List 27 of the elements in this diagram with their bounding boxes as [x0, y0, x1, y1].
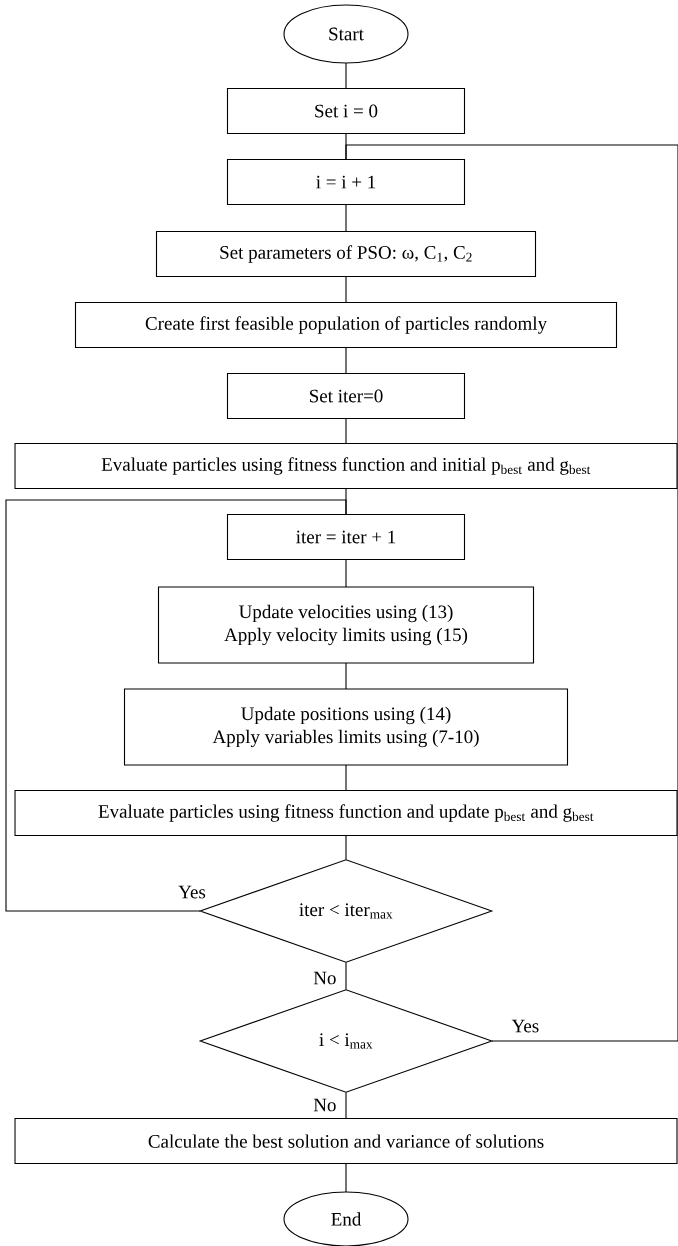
process-box: iter = iter + 1 — [226, 513, 466, 561]
connector-line — [345, 204, 347, 232]
connector-line — [345, 1163, 347, 1192]
process-box: Set iter=0 — [226, 372, 466, 420]
connector-line — [345, 63, 347, 89]
process-box: Create first feasible population of particles randomly — [74, 301, 618, 349]
edge-label: No — [313, 1098, 336, 1112]
connector-line — [345, 347, 347, 374]
connector-line — [345, 835, 347, 860]
connector-line — [345, 276, 347, 303]
edge-label: Yes — [511, 1019, 539, 1033]
edge-label: No — [313, 971, 336, 985]
connector-line — [345, 559, 347, 587]
connector-line — [5, 499, 347, 912]
process-box: Update velocities using (13) Apply velocity limits using (15) — [157, 586, 535, 664]
connector-line — [345, 663, 347, 689]
process-box: Update positions using (14) Apply variables limits using (7-10) — [123, 688, 569, 766]
connector-line — [345, 1092, 347, 1119]
process-box: Evaluate particles using fitness function and initial p$_{best}$ and g$_{best}$ — [14, 442, 678, 490]
connector-line — [345, 962, 347, 990]
process-box: Set i = 0 — [226, 87, 466, 135]
process-box: Set parameters of PSO: ω, C$_{1}$, C$_{2}$ — [155, 230, 537, 278]
process-box: Calculate the best solution and variance of solutions — [14, 1117, 678, 1165]
process-box: Evaluate particles using fitness function and update p$_{best}$ and g$_{best}$ — [14, 789, 678, 837]
process-box: i = i + 1 — [226, 158, 466, 206]
connector-line — [345, 765, 347, 791]
connector-line — [345, 418, 347, 444]
